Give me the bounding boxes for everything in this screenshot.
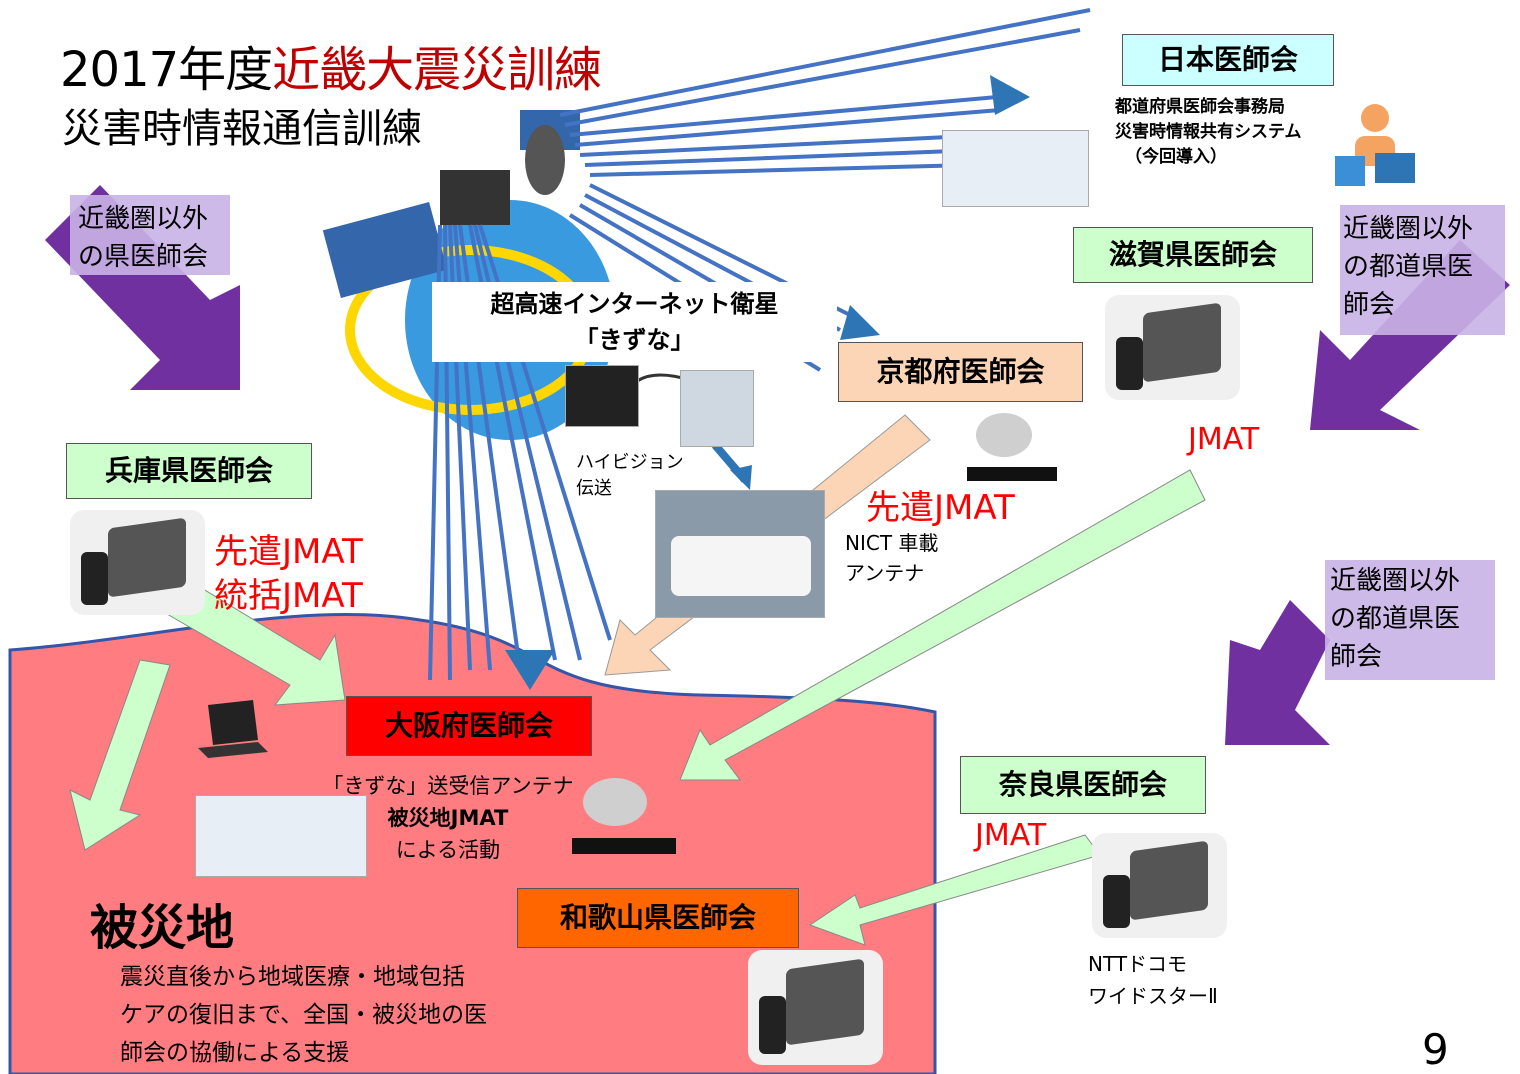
node-hyogo: 兵庫県医師会 xyxy=(66,443,312,499)
beam-arrow-head-kyoto xyxy=(840,305,880,340)
nict-vehicle-photo xyxy=(655,490,825,618)
outside-kinki-3-line-3: 師会 xyxy=(1330,642,1383,672)
outside-kinki-2-line-3: 師会 xyxy=(1343,290,1396,320)
outside-kinki-label-1: 近畿圏以外 の県医師会 xyxy=(78,200,208,276)
title-year: 2017年度 xyxy=(60,42,273,98)
nict-antenna-label: NICT 車載 アンテナ xyxy=(845,528,938,588)
kizuna-antenna-kyoto xyxy=(962,405,1062,485)
hivision-line-2: 伝送 xyxy=(576,478,612,499)
node-kyoto: 京都府医師会 xyxy=(838,342,1083,402)
widestar-device-hyogo xyxy=(70,510,205,615)
green-arrow-hyogo-disaster xyxy=(69,659,171,851)
osaka-antenna-line-3: による活動 xyxy=(395,838,501,862)
osaka-antenna-label: 「きずな」送受信アンテナ 被災地JMAT による活動 xyxy=(303,770,593,866)
page-title: 2017年度近畿大震災訓練 xyxy=(60,30,602,100)
hyogo-jmat-line-1: 先遣JMAT xyxy=(214,532,363,572)
kizuna-antenna-osaka xyxy=(570,772,680,860)
beam-arrow-head-japan xyxy=(990,75,1030,115)
purple-arrow-outside-kinki-3 xyxy=(1225,600,1330,745)
jma-system-line-2: 災害時情報共有システム xyxy=(1115,122,1302,142)
satellite-name: 超高速インターネット衛星 xyxy=(490,290,779,318)
user-computer-icon xyxy=(1330,98,1420,190)
ntt-line-1: NTTドコモ xyxy=(1088,952,1188,976)
node-shiga: 滋賀県医師会 xyxy=(1073,227,1313,283)
broadcast-van-image xyxy=(680,370,754,447)
ntt-widestar-label: NTTドコモ ワイドスターⅡ xyxy=(1088,948,1218,1012)
title-highlight: 近畿大震災訓練 xyxy=(272,42,602,98)
ntt-line-2: ワイドスターⅡ xyxy=(1088,984,1218,1008)
kyoto-jmat-label: 先遣JMAT xyxy=(866,488,1015,528)
satellite-label-box: 超高速インターネット衛星 「きずな」 xyxy=(432,282,837,362)
satellite-icon xyxy=(322,110,580,299)
widestar-device-shiga xyxy=(1105,295,1240,400)
video-conference-image xyxy=(942,130,1089,207)
outside-kinki-label-2: 近畿圏以外 の都道県医 師会 xyxy=(1343,210,1473,324)
widestar-device-wakayama xyxy=(748,950,883,1065)
hyogo-jmat-label: 先遣JMAT 統括JMAT xyxy=(214,530,363,618)
node-nara: 奈良県医師会 xyxy=(960,756,1206,814)
jma-system-label: 都道府県医師会事務局 災害時情報共有システム （今回導入） xyxy=(1115,95,1302,170)
jma-system-line-1: 都道府県医師会事務局 xyxy=(1115,97,1285,117)
green-arrow-nara-wakayama xyxy=(808,834,1101,946)
node-japan-medical-association: 日本医師会 xyxy=(1122,34,1334,86)
node-wakayama: 和歌山県医師会 xyxy=(517,888,799,948)
nict-line-1: NICT 車載 xyxy=(845,531,939,555)
osaka-video-conference-image xyxy=(195,795,367,877)
disaster-area-description: 震災直後から地域医療・地域包括 ケアの復旧まで、全国・被災地の医 師会の協働によ… xyxy=(120,958,487,1072)
shiga-jmat-label: JMAT xyxy=(1188,422,1260,457)
hivision-line-1: ハイビジョン xyxy=(576,452,684,473)
jma-system-line-3: （今回導入） xyxy=(1125,147,1227,167)
nict-line-2: アンテナ xyxy=(845,561,925,585)
widestar-device-nara xyxy=(1092,833,1227,938)
hivision-label: ハイビジョン 伝送 xyxy=(576,450,684,502)
nara-jmat-label: JMAT xyxy=(975,818,1047,853)
outside-kinki-2-line-1: 近畿圏以外 xyxy=(1343,214,1474,244)
outside-kinki-1-line-1: 近畿圏以外 xyxy=(78,204,209,234)
outside-kinki-3-line-2: の都道県医 xyxy=(1330,604,1461,634)
node-osaka: 大阪府医師会 xyxy=(346,696,592,756)
green-arrow-shiga-osaka xyxy=(679,469,1206,781)
satellite-kizuna: 「きずな」 xyxy=(574,326,695,354)
disaster-desc-line-3: 師会の協働による支援 xyxy=(120,1040,350,1066)
osaka-antenna-line-1: 「きずな」送受信アンテナ xyxy=(322,774,574,798)
beam-arrow-head-osaka xyxy=(505,650,555,690)
page-subtitle: 災害時情報通信訓練 xyxy=(62,106,422,152)
laptop-icon xyxy=(198,700,268,758)
tv-fire-image xyxy=(565,365,639,427)
disaster-area-title: 被災地 xyxy=(90,900,235,956)
outside-kinki-3-line-1: 近畿圏以外 xyxy=(1330,566,1461,596)
page-number: 9 xyxy=(1422,1025,1449,1074)
osaka-antenna-line-2: 被災地JMAT xyxy=(387,806,509,830)
disaster-desc-line-1: 震災直後から地域医療・地域包括 xyxy=(120,964,465,990)
outside-kinki-2-line-2: の都道県医 xyxy=(1343,252,1474,282)
hyogo-jmat-line-2: 統括JMAT xyxy=(214,576,363,616)
outside-kinki-label-3: 近畿圏以外 の都道県医 師会 xyxy=(1330,562,1460,676)
disaster-desc-line-2: ケアの復旧まで、全国・被災地の医 xyxy=(120,1002,488,1028)
outside-kinki-1-line-2: の県医師会 xyxy=(78,242,209,272)
